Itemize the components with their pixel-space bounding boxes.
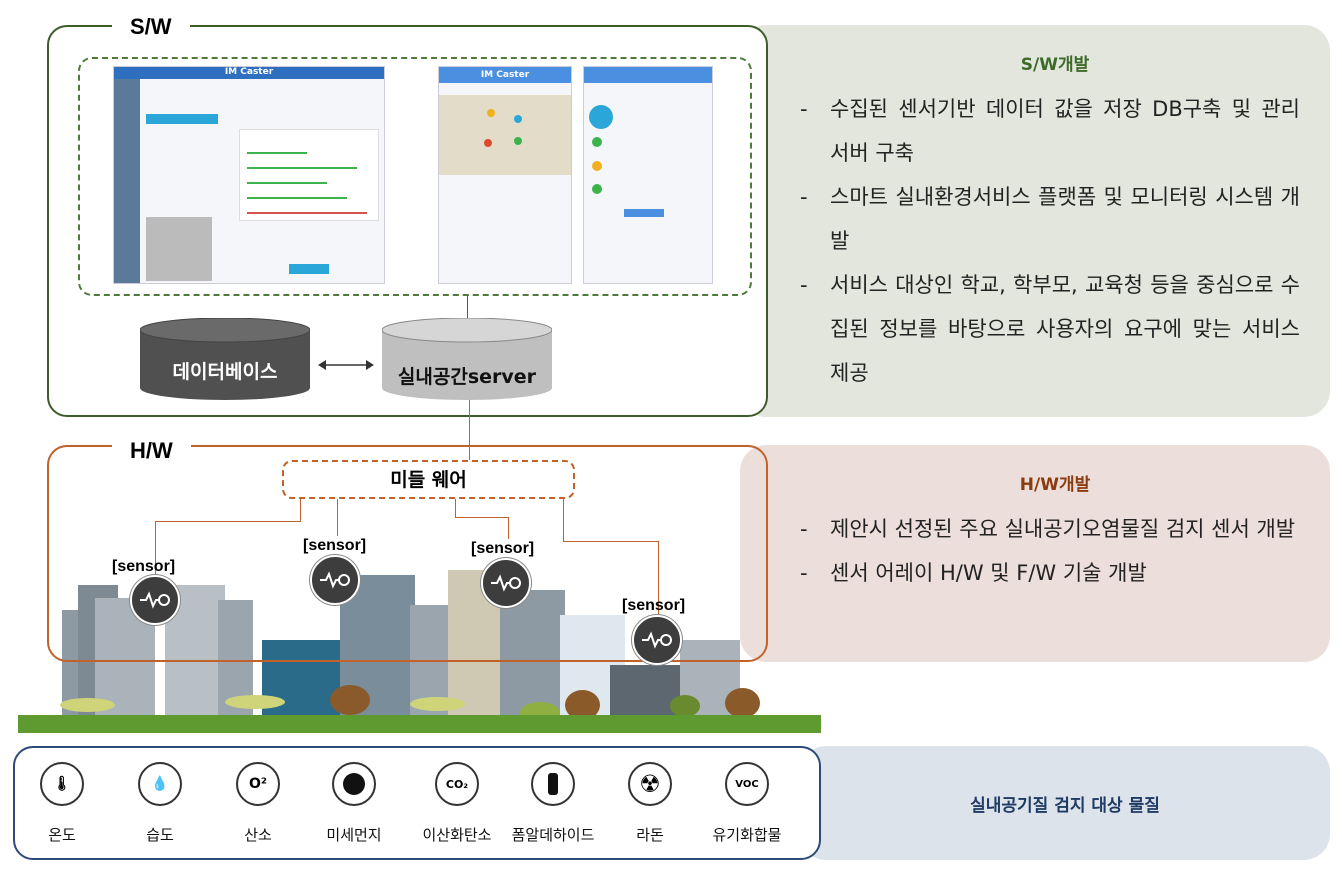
sw-bullet: -수집된 센서기반 데이터 값을 저장 DB구축 및 관리 서버 구축 (800, 97, 1300, 165)
hw-box (47, 445, 768, 662)
mobile-app-map-screenshot: IM Caster (438, 66, 572, 284)
co2-icon: CO₂ (435, 762, 479, 806)
mobile-app-detail-screenshot (583, 66, 713, 284)
hw-dev-title: H/W개발 (1019, 475, 1091, 495)
target-formaldehyde: 폼알데하이드 (508, 762, 598, 845)
target-humidity: 💧습도 (115, 762, 205, 845)
sw-bullet: -서비스 대상인 학교, 학부모, 교육청 등을 중심으로 수집된 정보를 바탕… (800, 273, 1300, 385)
sensor-icon (310, 555, 360, 605)
voc-icon: VOC (725, 762, 769, 806)
sensor-label: [sensor] (112, 558, 176, 575)
oxygen-icon: O² (236, 762, 280, 806)
radiation-icon: ☢ (628, 762, 672, 806)
sw-label: S/W (112, 14, 190, 40)
targets-panel: 실내공기질 검지 대상 물질 (800, 746, 1330, 860)
humidity-icon: 💧 (138, 762, 182, 806)
database-label: 데이터베이스 (172, 361, 278, 383)
sw-bullet: -스마트 실내환경서비스 플랫폼 및 모니터링 시스템 개발 (800, 185, 1300, 253)
sensor-label: [sensor] (471, 540, 535, 557)
targets-title: 실내공기질 검지 대상 물질 (970, 796, 1160, 816)
middleware-box: 미들 웨어 (282, 460, 575, 499)
sensor-icon (130, 575, 180, 625)
sensor-icon (632, 615, 682, 665)
server-cylinder (382, 318, 552, 400)
dust-icon (332, 762, 376, 806)
app-screens-area (78, 57, 752, 296)
hw-bullet: -센서 어레이 H/W 및 F/W 기술 개발 (800, 561, 1147, 585)
sensor-icon (481, 558, 531, 608)
server-label: 실내공간server (397, 366, 537, 388)
bidirectional-arrow-icon (318, 360, 374, 370)
hw-label: H/W (112, 438, 191, 464)
target-radon: ☢라돈 (605, 762, 695, 845)
sensor-label: [sensor] (303, 537, 367, 554)
target-temperature: 🌡온도 (17, 762, 107, 845)
desktop-app-screenshot: IM Caster (113, 66, 385, 284)
hw-dev-panel: H/W개발 -제안시 선정된 주요 실내공기오염물질 검지 센서 개발 -센서 … (740, 445, 1330, 662)
hw-bullet: -제안시 선정된 주요 실내공기오염물질 검지 센서 개발 (800, 517, 1296, 541)
thermometer-icon: 🌡 (40, 762, 84, 806)
sw-dev-title: S/W개발 (1020, 55, 1090, 75)
ground (18, 715, 821, 733)
app-title: IM Caster (114, 67, 384, 79)
sw-dev-panel: S/W개발 -수집된 센서기반 데이터 값을 저장 DB구축 및 관리 서버 구… (740, 25, 1330, 417)
database-cylinder (140, 318, 310, 400)
bottle-icon (531, 762, 575, 806)
sensor-label: [sensor] (622, 597, 686, 614)
target-fine-dust: 미세먼지 (309, 762, 399, 845)
